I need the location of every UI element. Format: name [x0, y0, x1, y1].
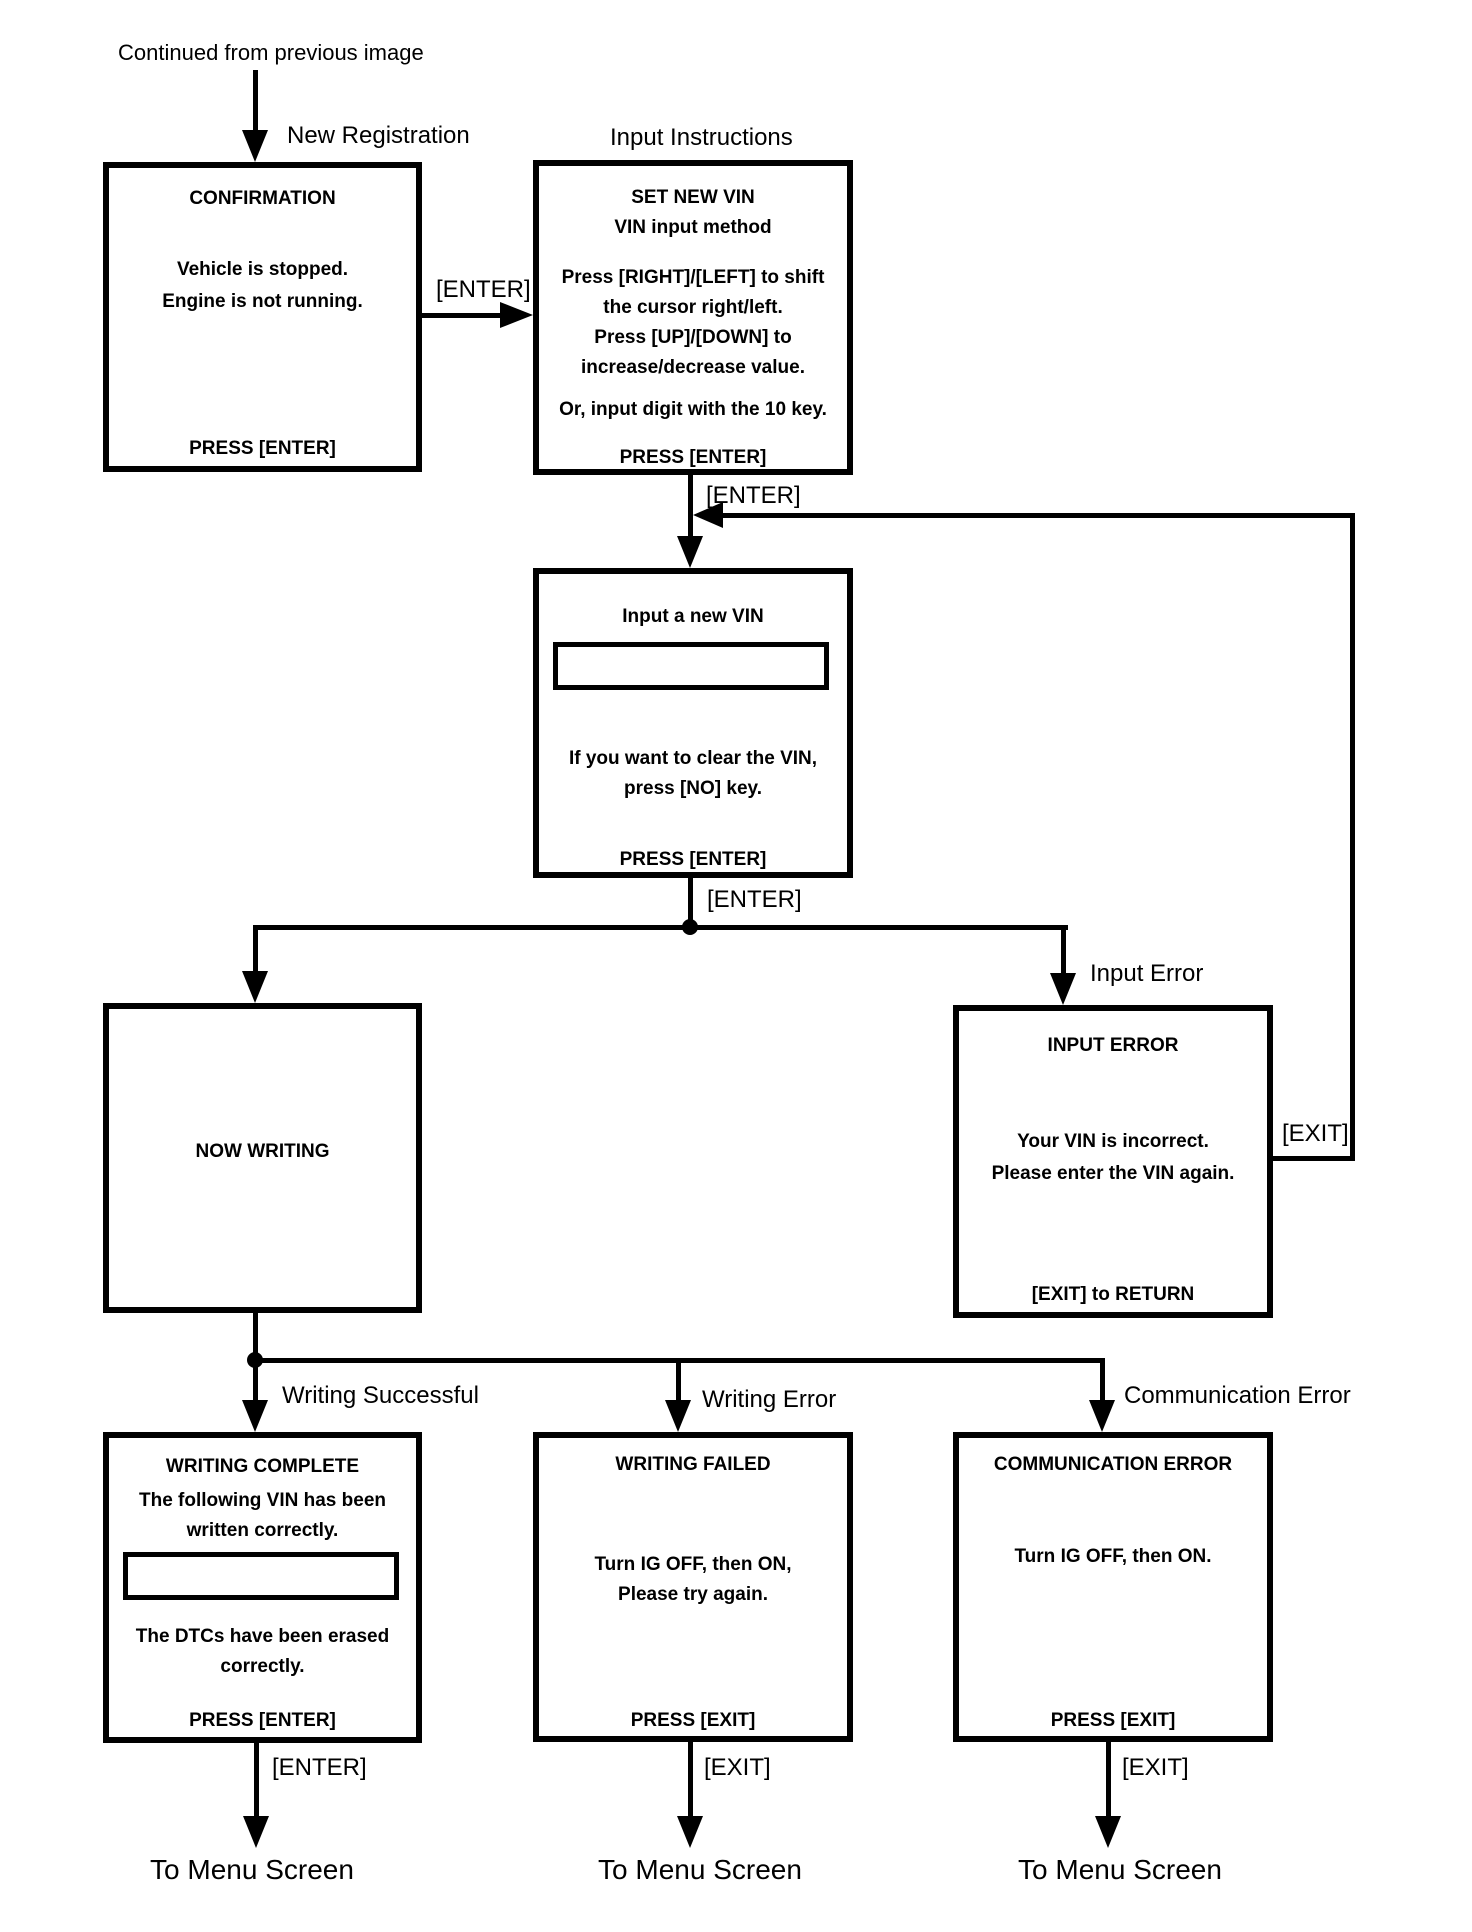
- arrowhead-down-icon: [1095, 1816, 1121, 1848]
- screen-title: WRITING FAILED: [615, 1454, 771, 1475]
- screen-title: WRITING COMPLETE: [165, 1456, 360, 1477]
- screen-text: Vehicle is stopped.: [176, 259, 349, 280]
- connector-line: [676, 1358, 681, 1400]
- arrowhead-down-icon: [242, 130, 268, 162]
- to-menu-screen-label: To Menu Screen: [1018, 1854, 1222, 1885]
- arrowhead-down-icon: [665, 1400, 691, 1432]
- communication-error-screen-box: COMMUNICATION ERROR Turn IG OFF, then ON…: [953, 1432, 1273, 1742]
- connector-line: [422, 313, 500, 318]
- vin-input-field: [553, 642, 829, 690]
- screen-text: Press [RIGHT]/[LEFT] to shift: [561, 267, 825, 288]
- exit-label: [EXIT]: [1282, 1120, 1349, 1147]
- input-error-branch-label: Input Error: [1090, 960, 1204, 987]
- to-menu-screen-label: To Menu Screen: [150, 1854, 354, 1885]
- arrowhead-right-icon: [500, 302, 533, 328]
- connector-line: [688, 475, 693, 536]
- new-registration-label: New Registration: [287, 122, 470, 149]
- connector-line: [253, 1358, 258, 1400]
- screen-footer: PRESS [ENTER]: [619, 849, 767, 870]
- to-menu-screen-label: To Menu Screen: [598, 1854, 802, 1885]
- connector-line: [253, 925, 258, 971]
- enter-label: [ENTER]: [436, 276, 531, 303]
- screen-text: Press [UP]/[DOWN] to: [594, 327, 792, 348]
- screen-text: Turn IG OFF, then ON.: [1014, 1546, 1212, 1567]
- screen-text: Please try again.: [618, 1584, 768, 1605]
- writing-successful-branch-label: Writing Successful: [282, 1382, 479, 1409]
- connector-line: [721, 513, 1355, 518]
- confirmation-screen-box: CONFIRMATION Vehicle is stopped. Engine …: [103, 162, 422, 472]
- enter-label: [ENTER]: [707, 886, 802, 913]
- arrowhead-down-icon: [677, 536, 703, 568]
- writing-failed-screen-box: WRITING FAILED Turn IG OFF, then ON, Ple…: [533, 1432, 853, 1742]
- screen-text: If you want to clear the VIN,: [568, 748, 818, 769]
- arrowhead-left-icon: [693, 502, 723, 528]
- screen-footer: PRESS [ENTER]: [189, 1710, 336, 1731]
- screen-title: SET NEW VIN: [631, 187, 755, 208]
- screen-text: Or, input digit with the 10 key.: [559, 399, 827, 420]
- screen-text: Turn IG OFF, then ON,: [594, 1554, 792, 1575]
- screen-text: Your VIN is incorrect.: [1017, 1131, 1209, 1152]
- screen-text: press [NO] key.: [624, 778, 762, 799]
- arrowhead-down-icon: [1089, 1400, 1115, 1432]
- screen-title: NOW WRITING: [195, 1141, 330, 1162]
- screen-title: COMMUNICATION ERROR: [993, 1454, 1233, 1475]
- screen-text: written correctly.: [186, 1520, 339, 1541]
- screen-title: CONFIRMATION: [189, 188, 336, 209]
- continued-from-label: Continued from previous image: [118, 40, 424, 65]
- screen-title: Input a new VIN: [622, 606, 764, 627]
- screen-text: the cursor right/left.: [603, 297, 783, 318]
- screen-footer: PRESS [EXIT]: [630, 1710, 756, 1731]
- screen-text: Please enter the VIN again.: [991, 1163, 1235, 1184]
- set-new-vin-screen-box: SET NEW VIN VIN input method Press [RIGH…: [533, 160, 853, 475]
- screen-text: increase/decrease value.: [581, 357, 805, 378]
- communication-error-branch-label: Communication Error: [1124, 1382, 1351, 1409]
- screen-footer: [EXIT] to RETURN: [1031, 1284, 1195, 1305]
- arrowhead-down-icon: [243, 1816, 269, 1848]
- exit-label: [EXIT]: [1122, 1754, 1189, 1781]
- screen-footer: PRESS [ENTER]: [189, 438, 336, 459]
- input-error-screen-box: INPUT ERROR Your VIN is incorrect. Pleas…: [953, 1005, 1273, 1318]
- screen-text: correctly.: [220, 1656, 305, 1677]
- connector-line: [688, 1742, 693, 1816]
- screen-text: The DTCs have been erased: [135, 1626, 390, 1647]
- connector-line: [1100, 1358, 1105, 1400]
- screen-text: The following VIN has been: [138, 1490, 387, 1511]
- arrowhead-down-icon: [1050, 973, 1076, 1005]
- connector-line: [688, 878, 693, 929]
- arrowhead-down-icon: [242, 1400, 268, 1432]
- exit-label: [EXIT]: [704, 1754, 771, 1781]
- writing-error-branch-label: Writing Error: [702, 1386, 837, 1413]
- connector-line: [1061, 925, 1066, 973]
- vin-display-field: [123, 1552, 399, 1600]
- enter-label: [ENTER]: [272, 1754, 367, 1781]
- connector-line: [253, 925, 1068, 930]
- now-writing-screen-box: NOW WRITING: [103, 1003, 422, 1313]
- connector-line: [1106, 1742, 1111, 1816]
- arrowhead-down-icon: [242, 971, 268, 1003]
- screen-footer: PRESS [ENTER]: [619, 447, 767, 468]
- input-vin-screen-box: Input a new VIN If you want to clear the…: [533, 568, 853, 878]
- input-instructions-label: Input Instructions: [610, 124, 793, 151]
- screen-text: Engine is not running.: [162, 291, 363, 312]
- writing-complete-screen-box: WRITING COMPLETE The following VIN has b…: [103, 1432, 422, 1743]
- screen-title: INPUT ERROR: [1047, 1035, 1179, 1056]
- connector-line: [254, 1743, 259, 1816]
- connector-line: [1273, 1156, 1355, 1161]
- screen-subtitle: VIN input method: [614, 217, 772, 238]
- connector-line: [1350, 513, 1355, 1161]
- connector-line: [253, 1313, 258, 1364]
- connector-line: [253, 70, 258, 132]
- screen-footer: PRESS [EXIT]: [1050, 1710, 1176, 1731]
- arrowhead-down-icon: [677, 1816, 703, 1848]
